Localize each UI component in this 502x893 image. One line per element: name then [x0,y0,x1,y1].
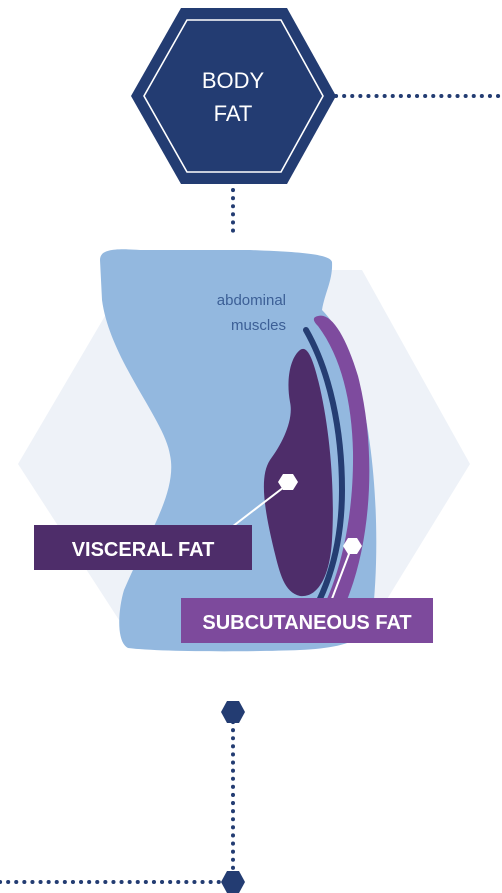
bottom-node-upper-hex-icon [221,701,245,723]
body-fat-title-line2: FAT [214,101,253,126]
body-fat-hexagon [131,8,336,184]
body-fat-title-line1: BODY [202,68,265,93]
bottom-node-lower-hex-icon [221,871,245,893]
visceral-label-text: VISCERAL FAT [72,539,215,561]
subcutaneous-label-text: SUBCUTANEOUS FAT [202,612,411,634]
muscles-label-line1: abdominal [217,292,286,309]
muscles-label-line2: muscles [231,317,286,334]
